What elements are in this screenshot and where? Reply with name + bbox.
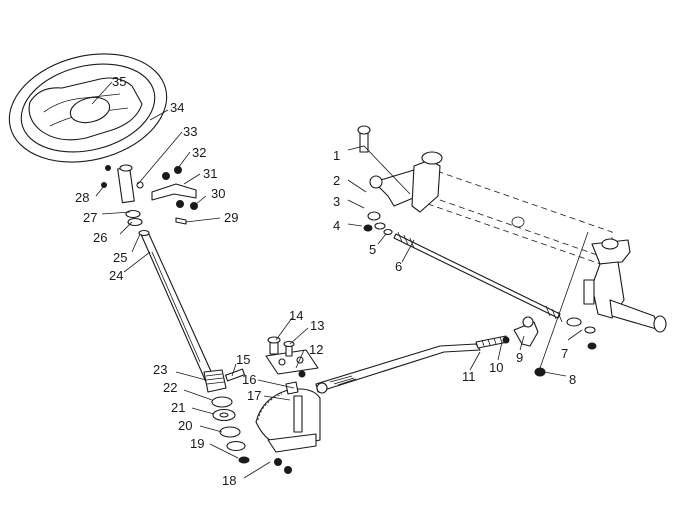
callout-21: 21	[171, 400, 185, 415]
callout-labels: 1 2 3 4 5 6 7 8 9 10 11 12 13 14 15 16 1…	[75, 74, 576, 488]
callout-3: 3	[333, 194, 340, 209]
sector-gear	[255, 336, 321, 474]
callout-5: 5	[369, 242, 376, 257]
callout-6: 6	[395, 259, 402, 274]
wheel-center-cap	[69, 96, 111, 124]
callout-13: 13	[310, 318, 324, 333]
callout-16: 16	[242, 372, 256, 387]
callout-12: 12	[309, 342, 323, 357]
callout-2: 2	[333, 173, 340, 188]
steering-wheel	[8, 53, 168, 163]
drag-link	[315, 316, 539, 394]
lower-gear-stack	[203, 368, 250, 464]
callout-26: 26	[93, 230, 107, 245]
callout-15: 15	[236, 352, 250, 367]
callout-19: 19	[190, 436, 204, 451]
callout-4: 4	[333, 218, 340, 233]
callout-1: 1	[333, 148, 340, 163]
callout-25: 25	[113, 250, 127, 265]
callout-17: 17	[247, 388, 261, 403]
callout-31: 31	[203, 166, 217, 181]
tie-rod	[363, 211, 563, 323]
callout-22: 22	[163, 380, 177, 395]
callout-10: 10	[489, 360, 503, 375]
front-axle	[357, 125, 667, 377]
callout-32: 32	[192, 145, 206, 160]
steering-column	[101, 164, 215, 383]
callout-8: 8	[569, 372, 576, 387]
callout-9: 9	[516, 350, 523, 365]
callout-24: 24	[109, 268, 123, 283]
callout-30: 30	[211, 186, 225, 201]
callout-33: 33	[183, 124, 197, 139]
callout-14: 14	[289, 308, 303, 323]
callout-27: 27	[83, 210, 97, 225]
callout-20: 20	[178, 418, 192, 433]
callout-18: 18	[222, 473, 236, 488]
leader-lines	[91, 81, 583, 479]
callout-28: 28	[75, 190, 89, 205]
callout-34: 34	[170, 100, 184, 115]
callout-35: 35	[112, 74, 126, 89]
callout-11: 11	[462, 369, 476, 384]
callout-29: 29	[224, 210, 238, 225]
callout-23: 23	[153, 362, 167, 377]
callout-7: 7	[561, 346, 568, 361]
